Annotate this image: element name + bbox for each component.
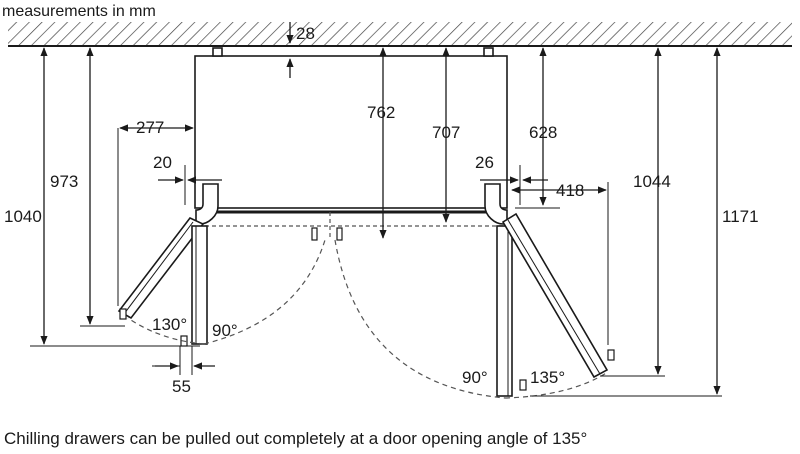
angle-130: 130°: [152, 315, 187, 334]
dim-55: 55: [172, 377, 191, 396]
angle-135: 135°: [530, 368, 565, 387]
dim-707: 707: [432, 123, 460, 142]
dim-28: 28: [296, 24, 315, 43]
angle-labels: 130° 90° 90° 135°: [152, 315, 565, 387]
units-note: measurements in mm: [2, 3, 156, 20]
dim-973: 973: [50, 172, 78, 191]
left-door-90: [191, 225, 208, 345]
dimension-labels: 28 762 707 628 1044 1171 1040 973 277 41…: [4, 24, 759, 396]
dim-418: 418: [556, 181, 584, 200]
fridge-body: [194, 47, 508, 209]
door-front-line: [205, 210, 505, 241]
door-swing-arcs: [127, 239, 609, 399]
dim-1171: 1171: [722, 207, 759, 226]
dim-20: 20: [153, 153, 172, 172]
right-door-90: [496, 225, 513, 397]
caption: Chilling drawers can be pulled out compl…: [4, 429, 587, 448]
dim-277: 277: [136, 118, 164, 137]
right-hinge: [484, 183, 508, 225]
dimension-lines: [40, 22, 721, 395]
dim-762: 762: [367, 103, 395, 122]
wall: [8, 22, 792, 47]
left-door-130: [117, 217, 205, 320]
extension-lines: [30, 128, 722, 397]
dim-1044: 1044: [633, 172, 671, 191]
left-hinge: [195, 183, 219, 225]
right-door-135: [501, 212, 609, 379]
angle-90-left: 90°: [212, 321, 238, 340]
dim-628: 628: [529, 123, 557, 142]
dim-26: 26: [475, 153, 494, 172]
dim-1040: 1040: [4, 207, 42, 226]
angle-90-right: 90°: [462, 368, 488, 387]
